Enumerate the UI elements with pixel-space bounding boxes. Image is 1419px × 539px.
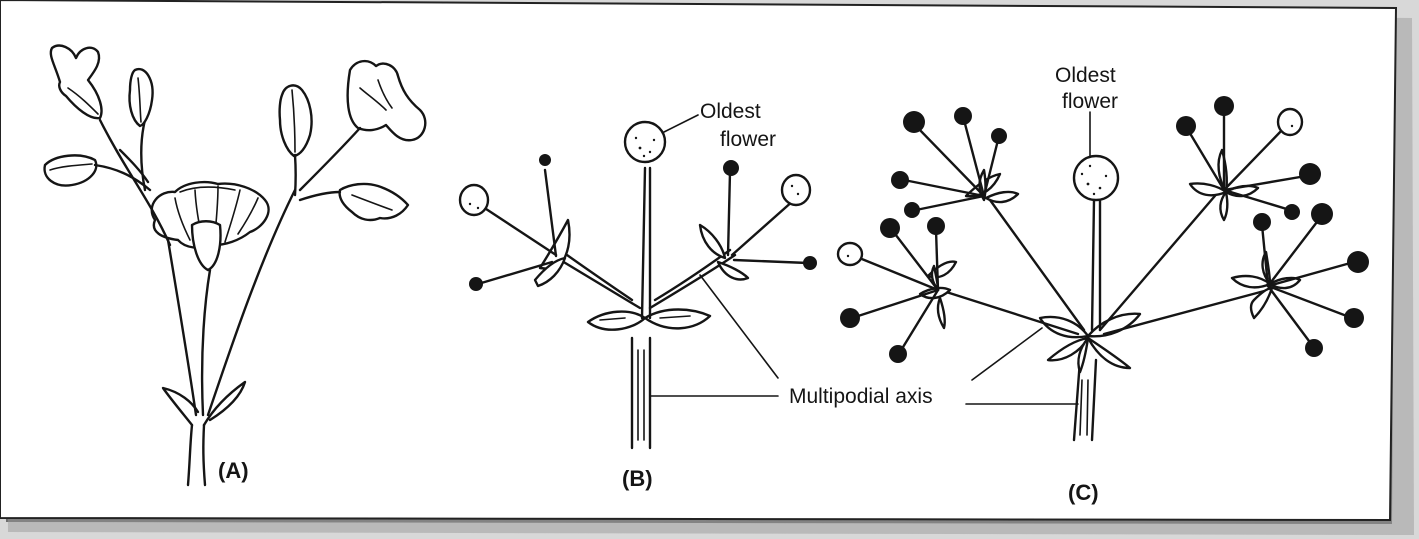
oldest-flower-label-c-line1: Oldest bbox=[1055, 64, 1116, 87]
oldest-flower-label-b-line2: flower bbox=[720, 128, 776, 151]
oldest-flower-label-c-line2: flower bbox=[1062, 90, 1118, 113]
panel-b-label: (B) bbox=[622, 466, 653, 491]
oldest-flower-label-b-line1: Oldest bbox=[700, 100, 761, 123]
panel-a-label: (A) bbox=[218, 458, 249, 483]
multipodial-axis-label: Multipodial axis bbox=[789, 385, 933, 408]
panel-c-label: (C) bbox=[1068, 480, 1099, 505]
